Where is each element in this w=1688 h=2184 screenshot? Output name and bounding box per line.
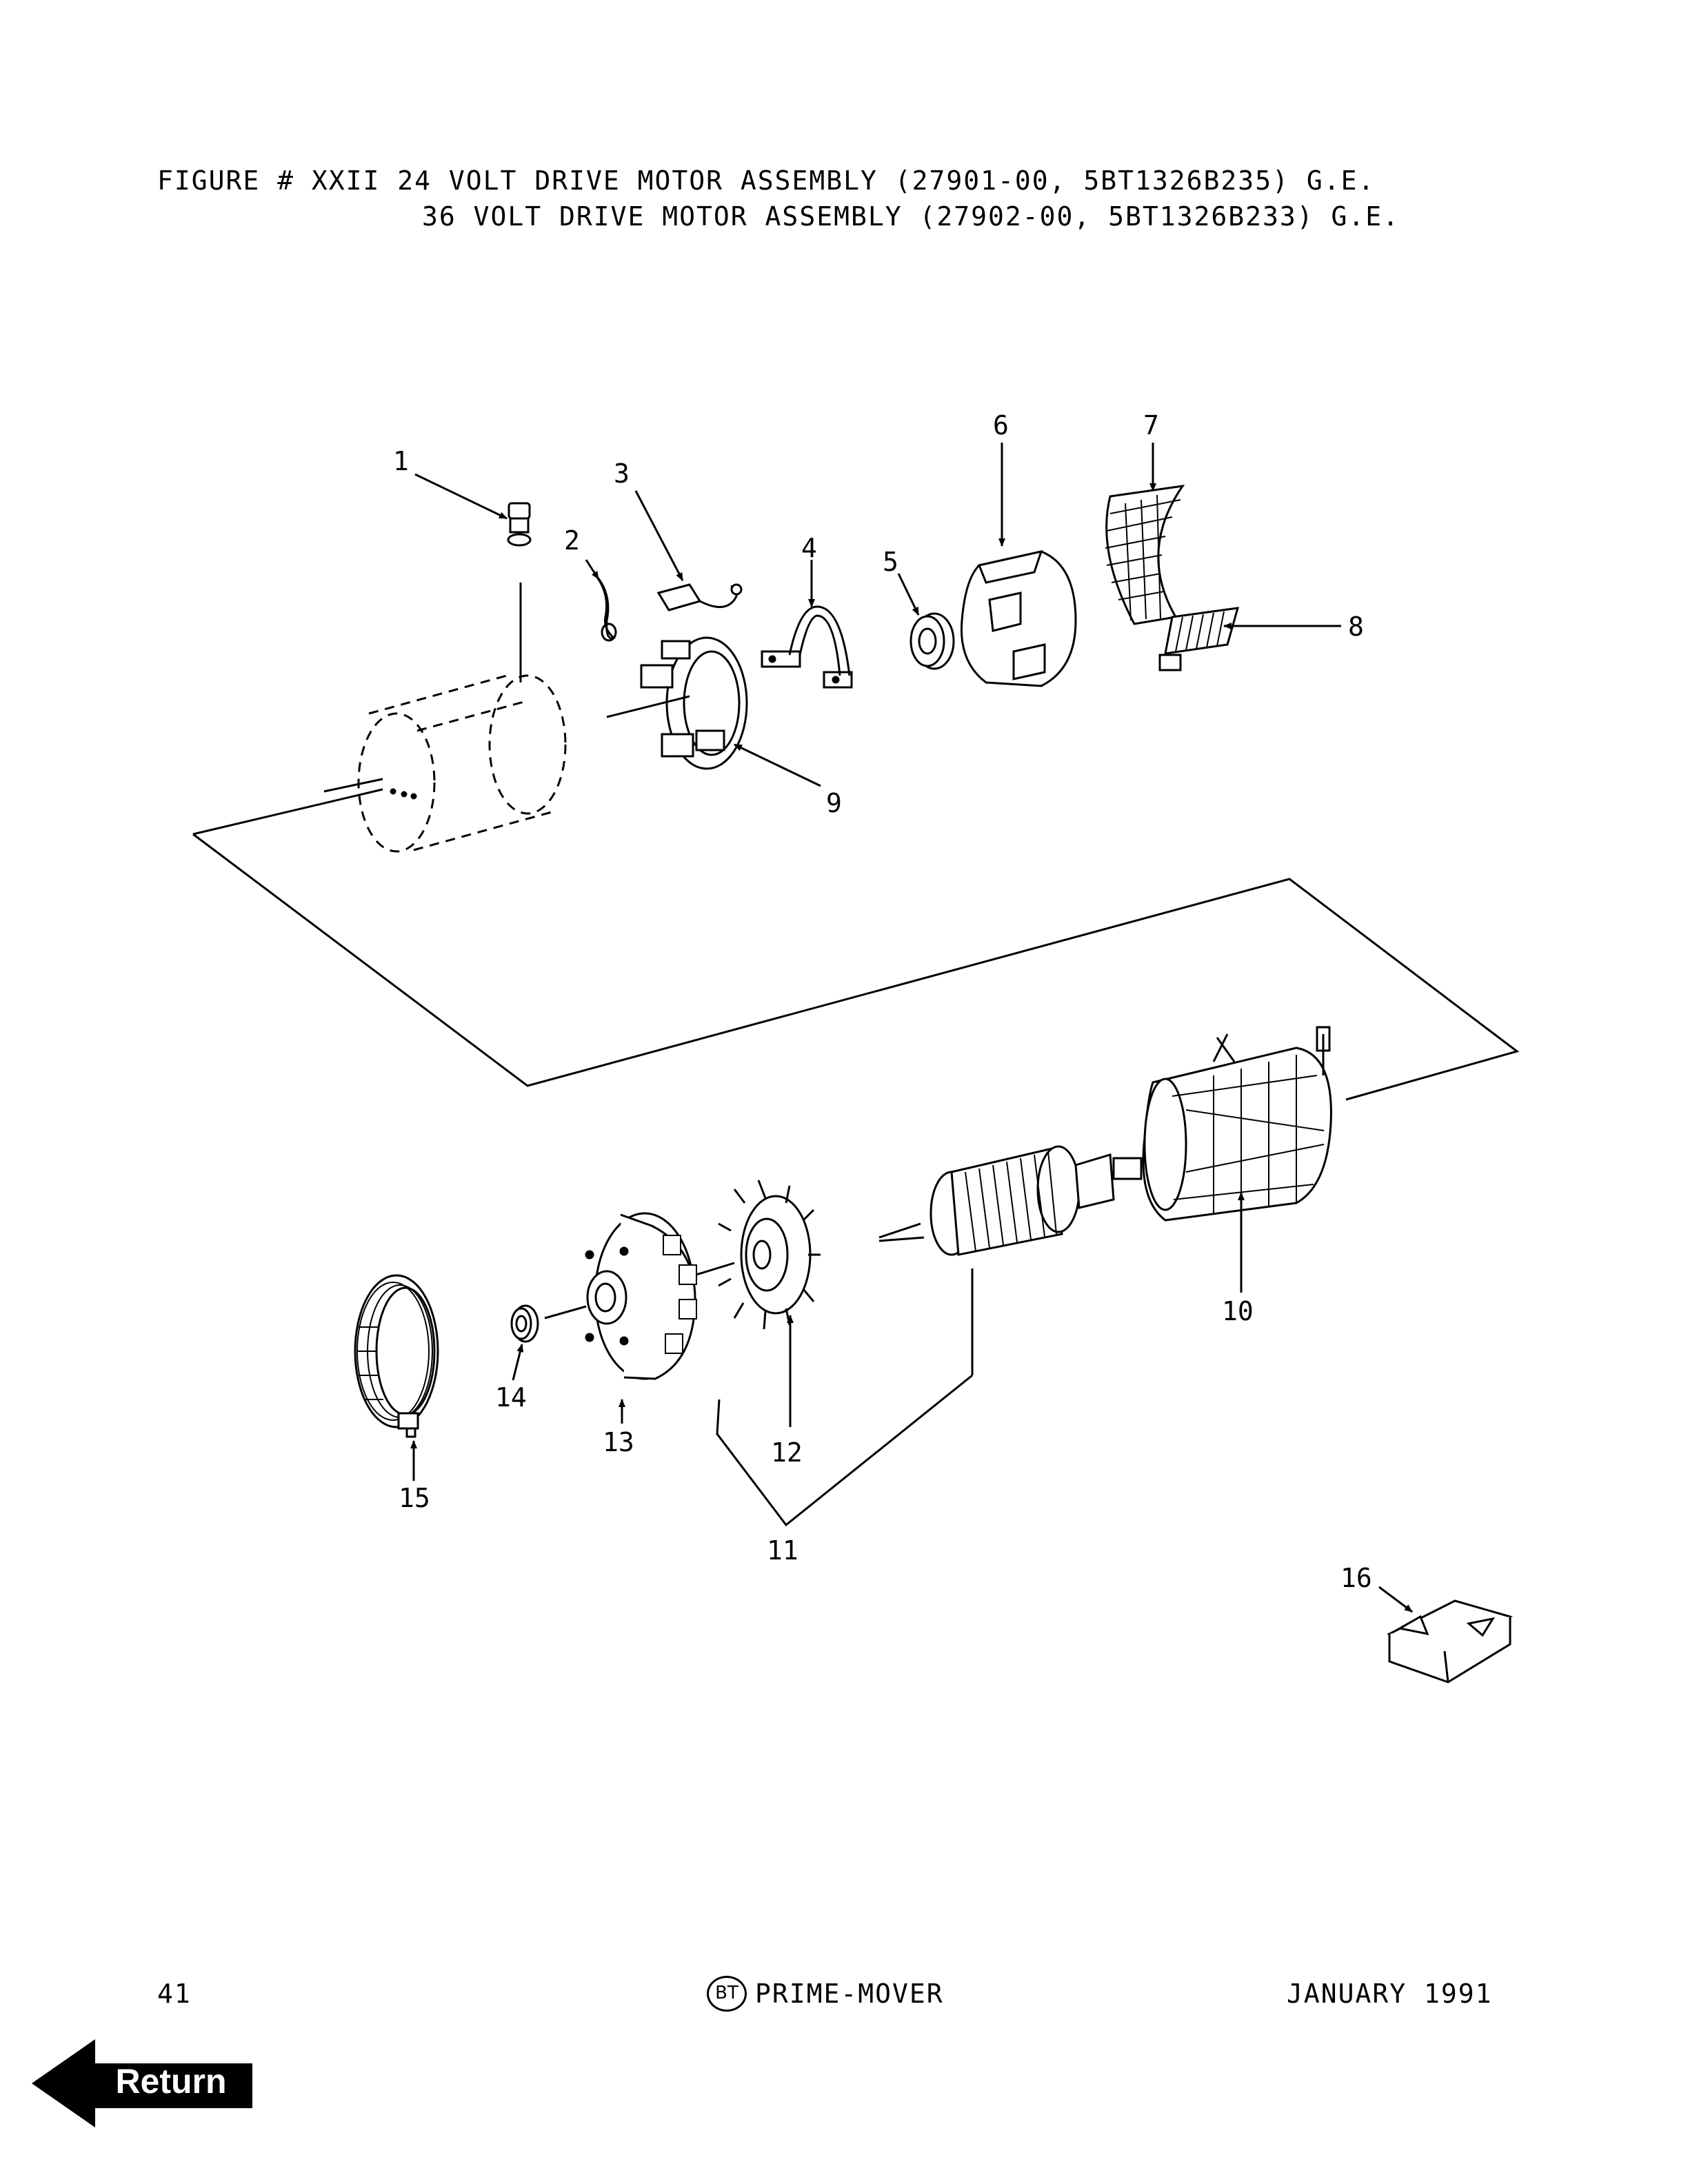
callout-5: 5 <box>883 547 898 577</box>
brush-kit-box-part <box>1387 1599 1514 1684</box>
footer-date: JANUARY 1991 <box>1287 1979 1493 2009</box>
cap-screw-part <box>507 502 532 547</box>
drive-bearing-part <box>510 1304 539 1343</box>
callout-7: 7 <box>1143 410 1159 441</box>
brush-holder-part <box>606 636 748 770</box>
callout-labels: 1 2 3 4 5 6 7 8 9 10 11 12 13 14 15 16 <box>393 410 1372 1593</box>
field-coil-part <box>1142 1026 1332 1222</box>
spring-bracket-part <box>761 605 853 689</box>
footer-brand: PRIME-MOVER <box>755 1979 944 2009</box>
callout-16: 16 <box>1340 1563 1372 1593</box>
callout-3: 3 <box>614 458 630 489</box>
bt-logo-icon: BT <box>707 1976 747 2012</box>
lower-band-part <box>354 1274 439 1438</box>
figure-title-line-2: 36 VOLT DRIVE MOTOR ASSEMBLY (27902-00, … <box>422 201 1400 232</box>
assembly-outline <box>192 833 1520 1101</box>
callout-4: 4 <box>801 533 817 563</box>
cover-band-part <box>1105 485 1185 625</box>
page-number: 41 <box>157 1979 192 2009</box>
callout-2: 2 <box>564 525 580 556</box>
callout-9: 9 <box>826 788 842 818</box>
callout-12: 12 <box>771 1437 803 1468</box>
left-arrow-icon <box>32 2039 252 2127</box>
brush-lead-part <box>656 583 743 611</box>
callout-8: 8 <box>1348 611 1364 642</box>
callout-10: 10 <box>1222 1296 1254 1326</box>
fan-part <box>682 1180 821 1330</box>
leader-lines <box>410 443 1413 1613</box>
callout-13: 13 <box>603 1427 634 1457</box>
end-head-part <box>960 549 1077 687</box>
motor-frame-part <box>323 583 567 853</box>
bearing-part <box>910 612 955 670</box>
callout-6: 6 <box>993 410 1009 441</box>
band-clamp-part <box>1158 607 1240 671</box>
callout-1: 1 <box>393 446 409 476</box>
drive-end-head-part <box>544 1212 697 1380</box>
callout-14: 14 <box>495 1382 527 1413</box>
spring-clip-part <box>593 572 616 640</box>
callout-11: 11 <box>767 1535 798 1566</box>
figure-title-line-1: FIGURE # XXII 24 VOLT DRIVE MOTOR ASSEMB… <box>157 165 1376 196</box>
callout-15: 15 <box>399 1483 430 1513</box>
return-label: Return <box>115 2062 227 2101</box>
armature-part <box>878 1145 1143 1375</box>
return-button[interactable]: Return <box>32 2039 259 2127</box>
